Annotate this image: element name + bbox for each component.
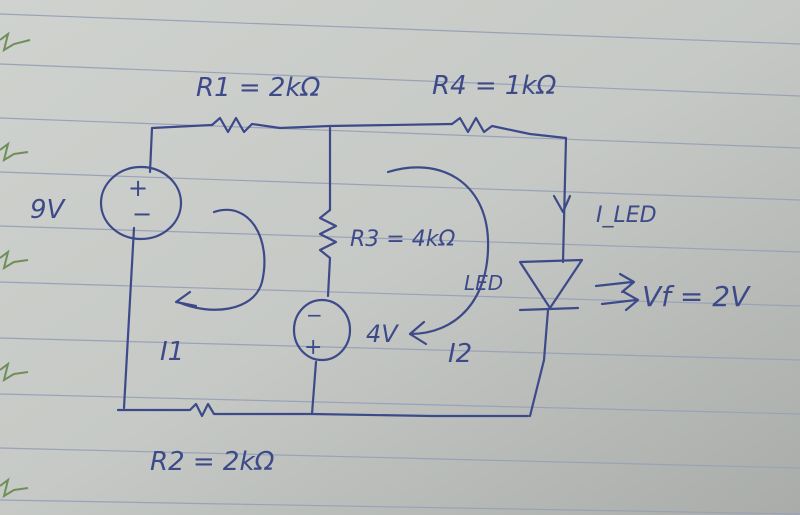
label-i-led: I_LED bbox=[596, 203, 657, 228]
margin-marks bbox=[0, 31, 31, 499]
loop-i1-arrow bbox=[174, 290, 198, 308]
label-9v: 9V bbox=[30, 195, 67, 225]
label-r2: R2 = 2kΩ bbox=[150, 447, 275, 477]
source-4v-minus: − bbox=[306, 303, 323, 327]
loop-i2-arrow bbox=[408, 320, 428, 346]
source-4v-circle bbox=[292, 298, 352, 362]
loop-i1-arc bbox=[176, 208, 266, 311]
led-arrow-1 bbox=[594, 272, 636, 294]
led-diode bbox=[518, 258, 640, 312]
loop-currents bbox=[174, 166, 490, 346]
led-arrow-2 bbox=[600, 290, 640, 312]
label-r1: R1 = 2kΩ bbox=[196, 73, 321, 103]
label-4v: 4V bbox=[366, 320, 399, 348]
label-i1: I1 bbox=[160, 337, 184, 367]
label-i2: I2 bbox=[448, 339, 472, 369]
label-led: LED bbox=[464, 271, 503, 295]
source-9v-circle bbox=[99, 165, 183, 241]
label-vf: Vf = 2V bbox=[642, 280, 751, 313]
led-triangle bbox=[518, 258, 584, 310]
ruled-lines bbox=[0, 13, 800, 515]
source-9v-minus: − bbox=[132, 200, 152, 228]
label-r4: R4 = 1kΩ bbox=[432, 71, 557, 101]
voltage-source-4v: − + bbox=[292, 298, 352, 362]
source-4v-plus: + bbox=[304, 335, 322, 360]
label-r3: R3 = 4kΩ bbox=[350, 227, 455, 252]
voltage-source-9v: + − bbox=[99, 165, 183, 241]
source-9v-plus: + bbox=[128, 174, 148, 202]
led-bar bbox=[518, 306, 580, 312]
loop-i2-arc bbox=[386, 166, 490, 336]
circuit-wires bbox=[116, 116, 572, 418]
